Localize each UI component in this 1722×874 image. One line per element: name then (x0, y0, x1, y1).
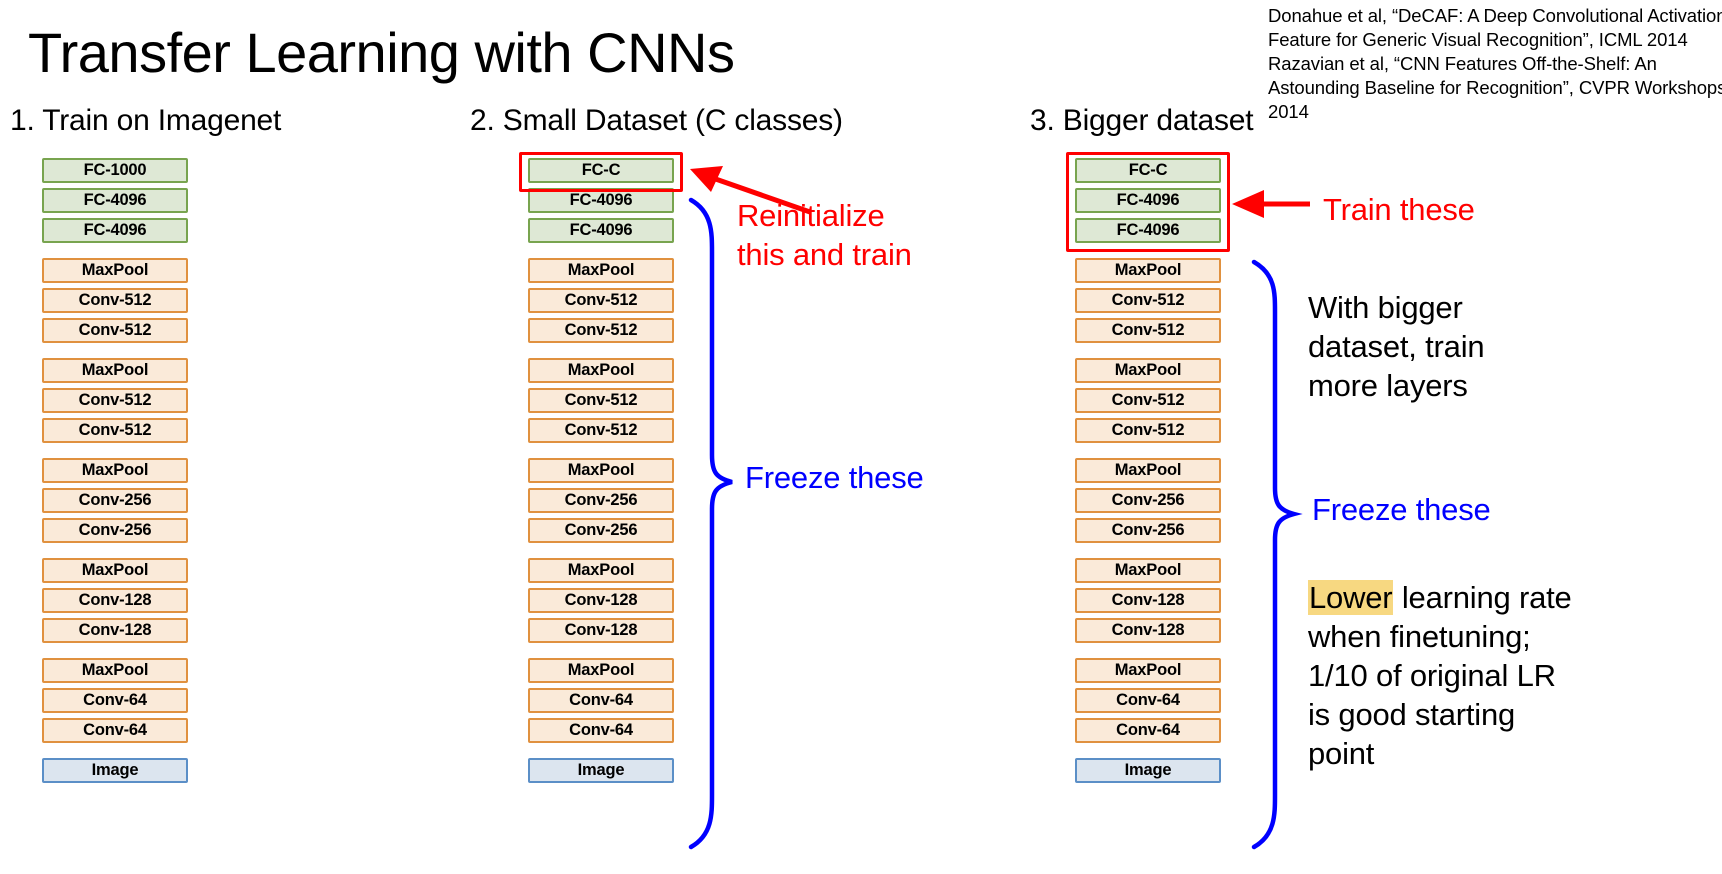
layer-box-fc-4096: FC-4096 (1075, 188, 1221, 213)
citation-block: Donahue et al, “DeCAF: A Deep Convolutio… (1268, 4, 1722, 124)
layer-box-conv-128: Conv-128 (42, 588, 188, 613)
layer-box-conv-512: Conv-512 (42, 418, 188, 443)
layer-box-conv-512: Conv-512 (1075, 318, 1221, 343)
layer-box-conv-256: Conv-256 (528, 488, 674, 513)
layer-box-conv-64: Conv-64 (42, 688, 188, 713)
layer-box-fc-4096: FC-4096 (42, 218, 188, 243)
blue-brace-freeze-column-2 (688, 197, 733, 850)
layer-box-maxpool: MaxPool (1075, 458, 1221, 483)
layer-box-conv-128: Conv-128 (1075, 618, 1221, 643)
column-heading-bigger-dataset: 3. Bigger dataset (1030, 104, 1254, 137)
layer-box-fc-4096: FC-4096 (528, 218, 674, 243)
layer-box-conv-128: Conv-128 (528, 588, 674, 613)
citation-line: Donahue et al, “DeCAF: A Deep Convolutio… (1268, 5, 1722, 26)
annotation-reinitialize: Reinitialize this and train (737, 198, 912, 273)
layer-box-conv-512: Conv-512 (1075, 288, 1221, 313)
layer-box-conv-128: Conv-128 (42, 618, 188, 643)
layer-box-conv-512: Conv-512 (528, 318, 674, 343)
layer-box-conv-512: Conv-512 (1075, 388, 1221, 413)
annotation-with-bigger-dataset: With bigger dataset, train more layers (1308, 290, 1485, 404)
layer-box-maxpool: MaxPool (42, 458, 188, 483)
layer-box-image: Image (42, 758, 188, 783)
layer-box-conv-64: Conv-64 (42, 718, 188, 743)
blue-brace-freeze-column-3 (1251, 259, 1303, 850)
annotation-train-these: Train these (1323, 192, 1475, 227)
layer-box-conv-256: Conv-256 (1075, 488, 1221, 513)
layer-box-conv-512: Conv-512 (528, 288, 674, 313)
layer-box-fc-4096: FC-4096 (528, 188, 674, 213)
citation-line: 2014 (1268, 101, 1309, 123)
red-arrow-train-these (1232, 190, 1310, 218)
layer-box-conv-256: Conv-256 (42, 518, 188, 543)
layer-box-conv-256: Conv-256 (528, 518, 674, 543)
layer-box-conv-64: Conv-64 (528, 718, 674, 743)
highlighted-word-lower: Lower (1308, 580, 1394, 615)
layer-box-maxpool: MaxPool (528, 458, 674, 483)
layer-box-maxpool: MaxPool (42, 658, 188, 683)
layer-box-conv-64: Conv-64 (1075, 718, 1221, 743)
annotation-freeze-column-2: Freeze these (745, 460, 924, 495)
layer-box-maxpool: MaxPool (1075, 558, 1221, 583)
layer-box-fc-1000: FC-1000 (42, 158, 188, 183)
lower-learning-rate-body: learning rate when finetuning; 1/10 of o… (1308, 580, 1572, 772)
layer-box-maxpool: MaxPool (528, 558, 674, 583)
layer-box-conv-64: Conv-64 (528, 688, 674, 713)
layer-box-maxpool: MaxPool (42, 558, 188, 583)
layer-box-image: Image (1075, 758, 1221, 783)
layer-box-maxpool: MaxPool (1075, 658, 1221, 683)
layer-box-image: Image (528, 758, 674, 783)
citation-line: Razavian et al, “CNN Features Off-the-Sh… (1268, 53, 1657, 75)
citation-line: Feature for Generic Visual Recognition”,… (1268, 29, 1688, 51)
layer-box-conv-512: Conv-512 (42, 388, 188, 413)
annotation-freeze-column-3: Freeze these (1312, 492, 1491, 527)
layer-box-maxpool: MaxPool (1075, 358, 1221, 383)
column-heading-small-dataset: 2. Small Dataset (C classes) (470, 104, 843, 137)
layer-box-fc-4096: FC-4096 (1075, 218, 1221, 243)
layer-box-maxpool: MaxPool (528, 658, 674, 683)
layer-box-conv-128: Conv-128 (528, 618, 674, 643)
layer-box-conv-256: Conv-256 (42, 488, 188, 513)
layer-box-maxpool: MaxPool (528, 358, 674, 383)
layer-box-fc-4096: FC-4096 (42, 188, 188, 213)
page-title: Transfer Learning with CNNs (28, 21, 735, 84)
layer-box-conv-512: Conv-512 (42, 318, 188, 343)
column-heading-train-imagenet: 1. Train on Imagenet (10, 104, 282, 137)
layer-box-maxpool: MaxPool (1075, 258, 1221, 283)
layer-box-conv-512: Conv-512 (42, 288, 188, 313)
layer-box-conv-512: Conv-512 (528, 418, 674, 443)
layer-box-conv-64: Conv-64 (1075, 688, 1221, 713)
layer-box-maxpool: MaxPool (528, 258, 674, 283)
layer-box-conv-256: Conv-256 (1075, 518, 1221, 543)
layer-box-maxpool: MaxPool (42, 258, 188, 283)
annotation-lower-learning-rate: Lower learning rate when finetuning; 1/1… (1308, 578, 1572, 773)
layer-box-conv-128: Conv-128 (1075, 588, 1221, 613)
layer-box-conv-512: Conv-512 (1075, 418, 1221, 443)
layer-box-conv-512: Conv-512 (528, 388, 674, 413)
citation-line: Astounding Baseline for Recognition”, CV… (1268, 77, 1722, 99)
layer-box-maxpool: MaxPool (42, 358, 188, 383)
layer-box-fc-c: FC-C (528, 158, 674, 183)
layer-box-fc-c: FC-C (1075, 158, 1221, 183)
